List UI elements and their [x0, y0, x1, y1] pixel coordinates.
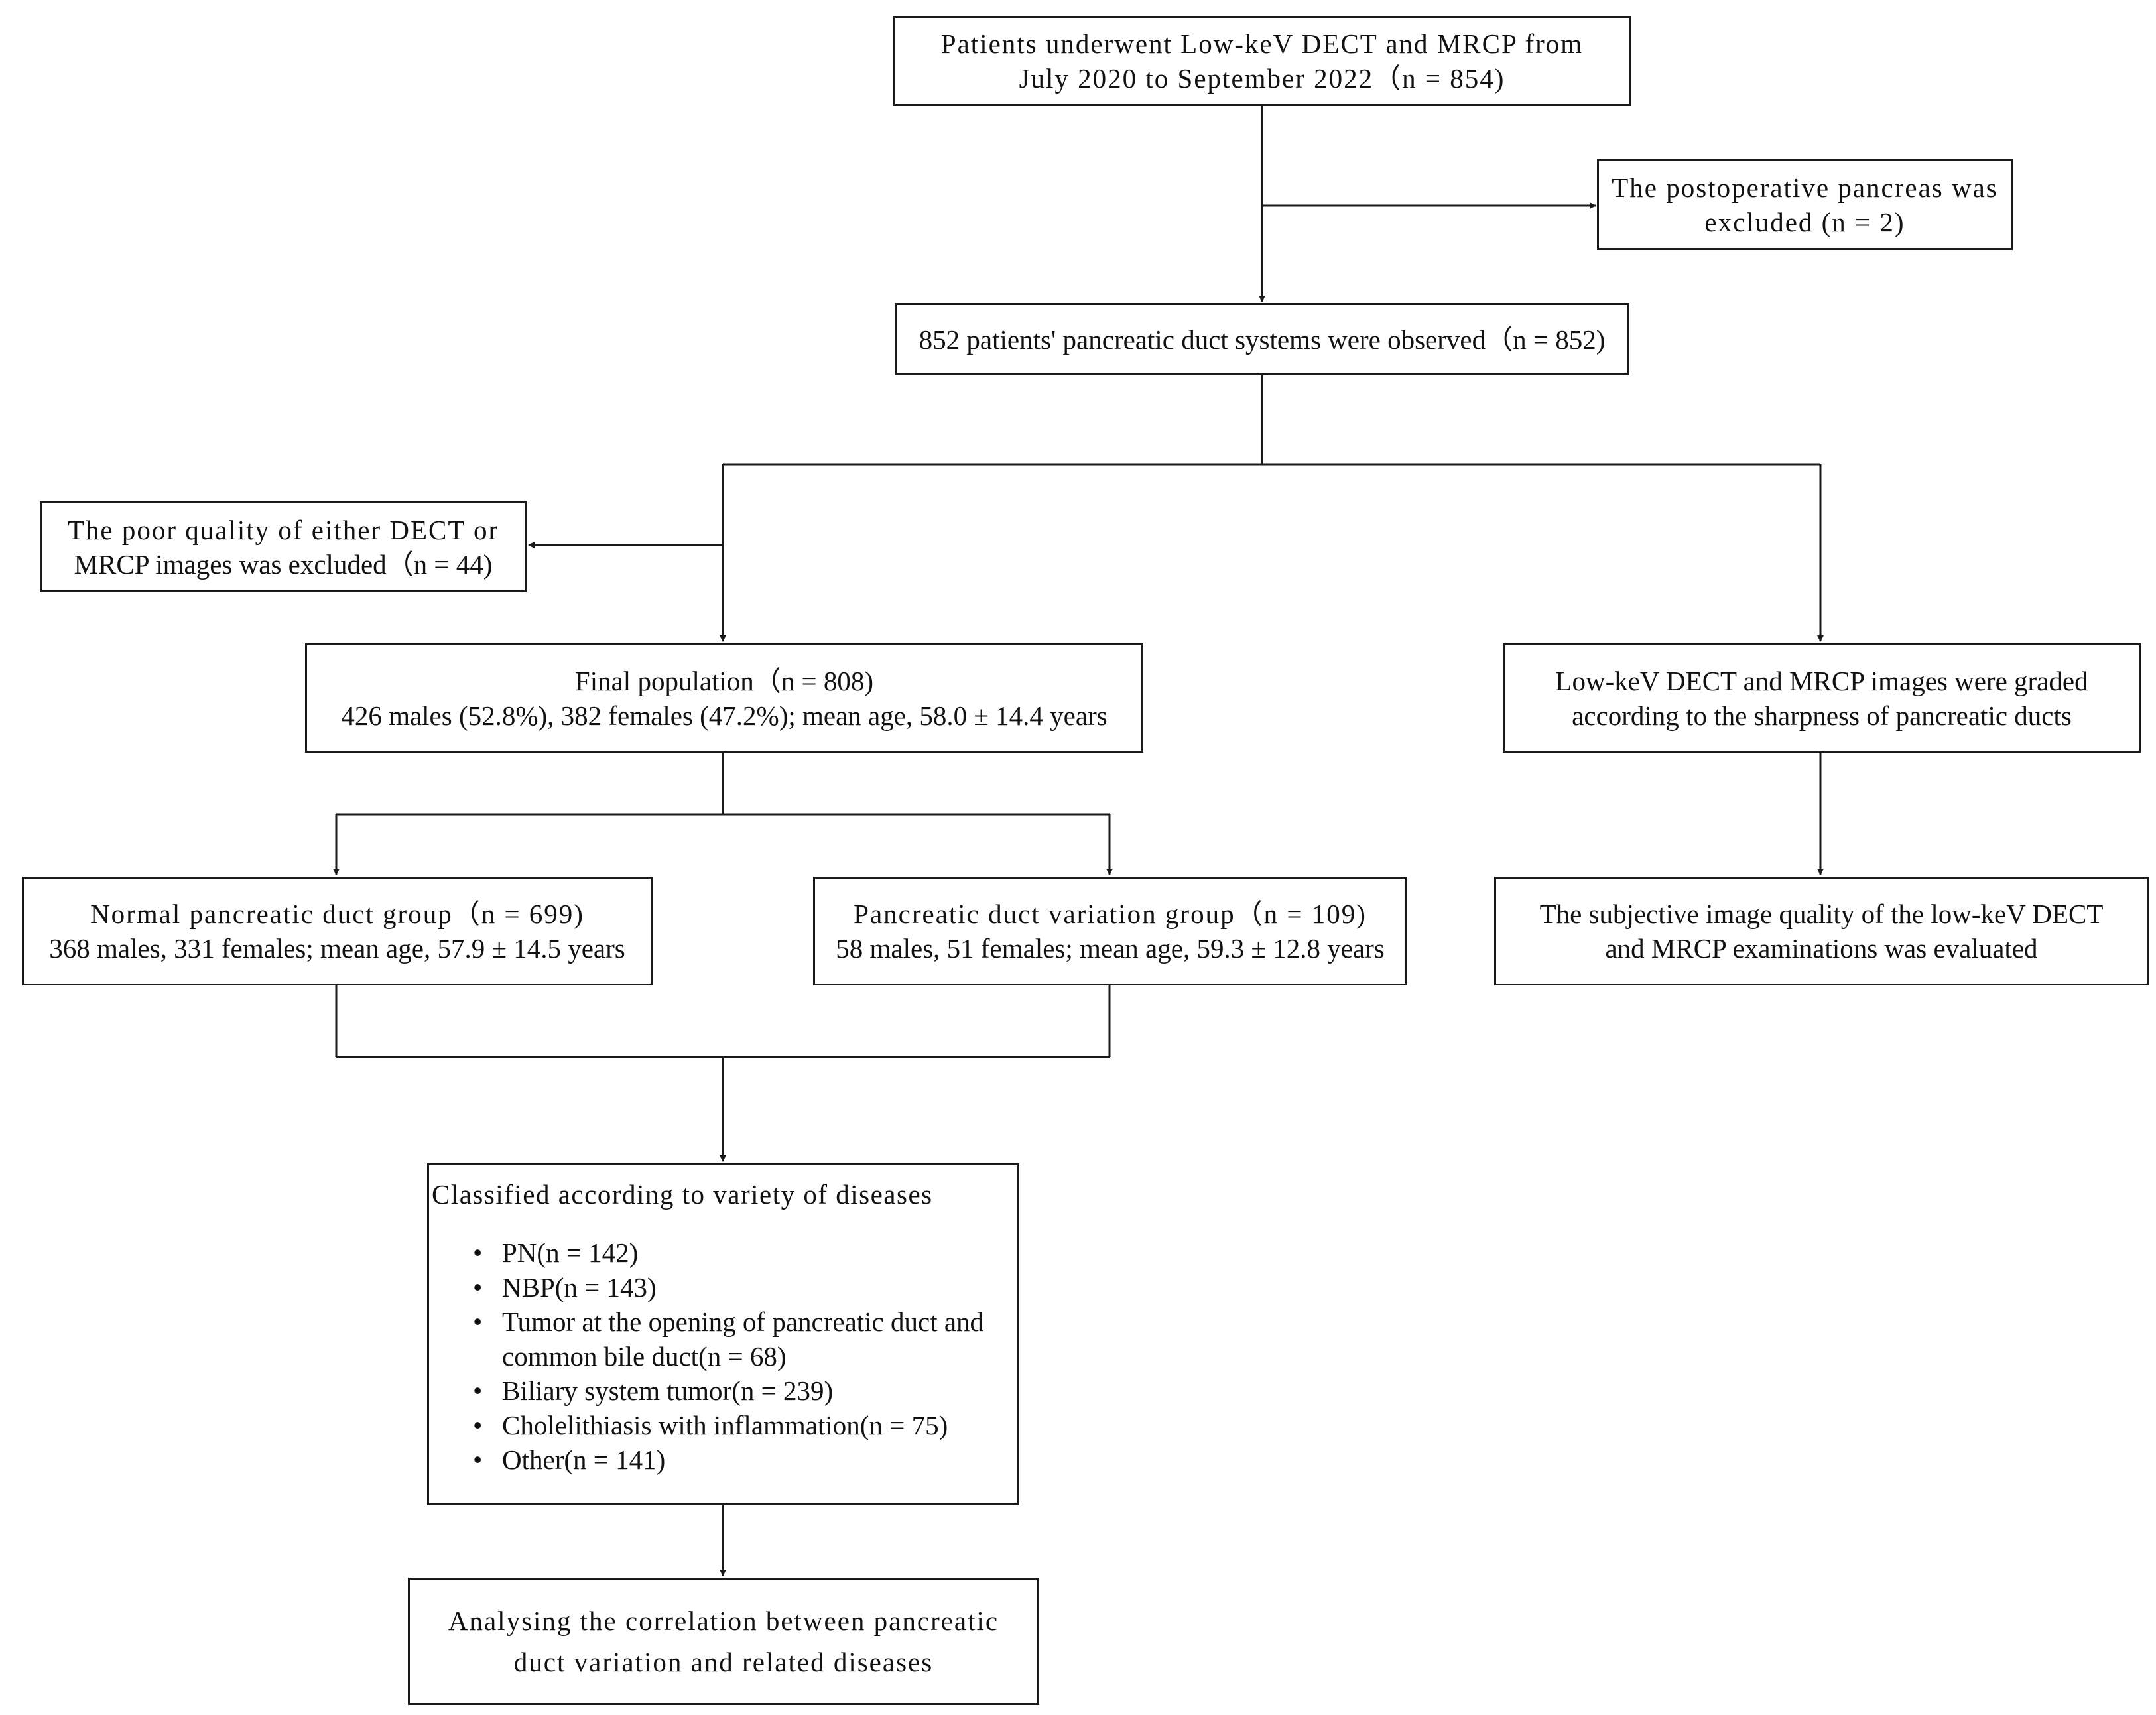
graded-line2: according to the sharpness of pancreatic…	[1572, 700, 2072, 731]
list-item-text: Biliary system tumor(n = 239)	[502, 1375, 834, 1406]
start-box-line1: Patients underwent Low-keV DECT and MRCP…	[940, 29, 1584, 59]
correlation-box: Analysing the correlation between pancre…	[408, 1578, 1039, 1705]
variation-group-line2: 58 males, 51 females; mean age, 59.3 ± 1…	[836, 933, 1385, 964]
normal-group-line2: 368 males, 331 females; mean age, 57.9 ±…	[49, 933, 625, 964]
list-item-text: Tumor at the opening of pancreatic duct …	[502, 1306, 984, 1337]
list-item: • NBP(n = 143)	[473, 1270, 983, 1304]
list-item: • Other(n = 141)	[473, 1442, 983, 1477]
list-item-text: NBP(n = 143)	[502, 1272, 657, 1302]
final-population-line2: 426 males (52.8%), 382 females (47.2%); …	[341, 700, 1108, 731]
bullet: •	[473, 1306, 483, 1337]
subjective-quality-line2: and MRCP examinations was evaluated	[1605, 933, 2038, 964]
poor-quality-excluded-box: The poor quality of either DECT or MRCP …	[40, 501, 527, 592]
list-item: • PN(n = 142)	[473, 1236, 983, 1270]
normal-group-line1: Normal pancreatic duct group（n = 699)	[90, 899, 584, 929]
normal-group-box: Normal pancreatic duct group（n = 699) 36…	[22, 877, 653, 985]
graded-box: Low-keV DECT and MRCP images were graded…	[1503, 643, 2141, 753]
list-item-text-continued: common bile duct(n = 68)	[502, 1341, 787, 1371]
observed-box: 852 patients' pancreatic duct systems we…	[895, 303, 1629, 375]
variation-group-box: Pancreatic duct variation group（n = 109)…	[813, 877, 1407, 985]
final-population-line1: Final population（n = 808)	[574, 665, 874, 696]
bullet: •	[473, 1444, 483, 1475]
start-box: Patients underwent Low-keV DECT and MRCP…	[893, 16, 1631, 106]
list-item-text: Other(n = 141)	[502, 1444, 666, 1475]
subjective-quality-box: The subjective image quality of the low-…	[1494, 877, 2149, 985]
bullet: •	[473, 1272, 483, 1302]
observed-line1: 852 patients' pancreatic duct systems we…	[919, 324, 1606, 355]
poor-quality-excluded-line2: MRCP images was excluded（n = 44)	[74, 548, 493, 580]
correlation-line1: Analysing the correlation between pancre…	[448, 1606, 999, 1636]
classified-title: Classified according to variety of disea…	[432, 1179, 933, 1210]
bullet: •	[473, 1238, 483, 1268]
subjective-quality-line1: The subjective image quality of the low-…	[1539, 899, 2104, 929]
list-item-text: Cholelithiasis with inflammation(n = 75)	[502, 1410, 948, 1440]
variation-group-line1: Pancreatic duct variation group（n = 109)	[854, 899, 1367, 929]
graded-line1: Low-keV DECT and MRCP images were graded	[1555, 665, 2088, 696]
list-item: • Tumor at the opening of pancreatic duc…	[473, 1304, 983, 1373]
postoperative-excluded-line1: The postoperative pancreas was	[1612, 172, 1998, 203]
final-population-box: Final population（n = 808) 426 males (52.…	[305, 643, 1143, 753]
list-item: • Biliary system tumor(n = 239)	[473, 1373, 983, 1408]
classified-box: Classified according to variety of disea…	[427, 1163, 1019, 1505]
list-item: • Cholelithiasis with inflammation(n = 7…	[473, 1408, 983, 1442]
bullet: •	[473, 1375, 483, 1406]
postoperative-excluded-box: The postoperative pancreas was excluded …	[1597, 159, 2013, 250]
correlation-line2: duct variation and related diseases	[513, 1647, 934, 1677]
disease-list: • PN(n = 142) • NBP(n = 143) • Tumor at …	[432, 1236, 983, 1477]
poor-quality-excluded-line1: The poor quality of either DECT or	[67, 514, 499, 545]
postoperative-excluded-line2: excluded (n = 2)	[1704, 206, 1905, 237]
list-item-text: PN(n = 142)	[502, 1238, 639, 1268]
bullet: •	[473, 1410, 483, 1440]
start-box-line2: July 2020 to September 2022（n = 854)	[1019, 63, 1505, 94]
